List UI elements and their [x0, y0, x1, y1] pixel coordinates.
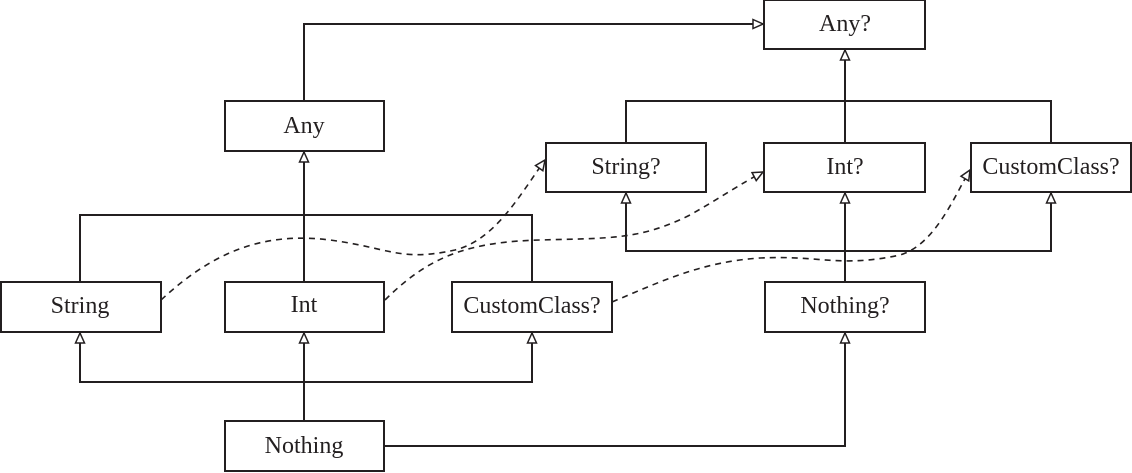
node-any-nullable: Any?: [763, 0, 926, 50]
node-label: CustomClass?: [463, 293, 600, 319]
node-label: Any?: [819, 11, 871, 37]
edge-nullable-bus-top: [625, 100, 1052, 143]
node-label: Nothing: [265, 433, 344, 459]
node-label: CustomClass?: [982, 154, 1119, 180]
node-label: Nothing?: [800, 293, 889, 319]
node-nothing-nullable: Nothing?: [764, 281, 926, 333]
node-label: String?: [591, 154, 660, 180]
node-customclass-nullable-left: CustomClass?: [451, 281, 613, 333]
node-nothing: Nothing: [224, 420, 385, 472]
node-label: Int: [291, 292, 318, 318]
edge-nothing-nullable-bus-to-string-nullable: [626, 193, 845, 252]
node-label: String: [51, 293, 110, 319]
edge-nothing-nullable-bus-to-customclass-nullable: [845, 193, 1051, 252]
node-any: Any: [224, 100, 385, 152]
dashed-edges: [160, 160, 970, 303]
edge-nothing-bus-to-customclass: [304, 333, 532, 383]
edge-nothing-bus-to-string: [80, 333, 304, 383]
node-int: Int: [224, 281, 385, 333]
node-label: Any: [283, 113, 324, 139]
node-string: String: [0, 281, 162, 333]
edges: [79, 24, 1052, 447]
node-string-nullable: String?: [545, 142, 707, 193]
edge-nonnull-bus-top: [79, 214, 533, 282]
dashed-edge-customclass-to-customclass-nullable: [611, 170, 970, 303]
dashed-edge-string-to-string-nullable: [160, 160, 545, 301]
edge-nothing-to-nothing-nullable: [384, 333, 845, 447]
edge-any-to-any-nullable: [303, 24, 763, 101]
node-customclass-nullable-right: CustomClass?: [970, 142, 1132, 193]
dashed-edge-int-to-int-nullable: [384, 172, 763, 301]
node-int-nullable: Int?: [763, 142, 926, 193]
node-label: Int?: [826, 154, 863, 180]
